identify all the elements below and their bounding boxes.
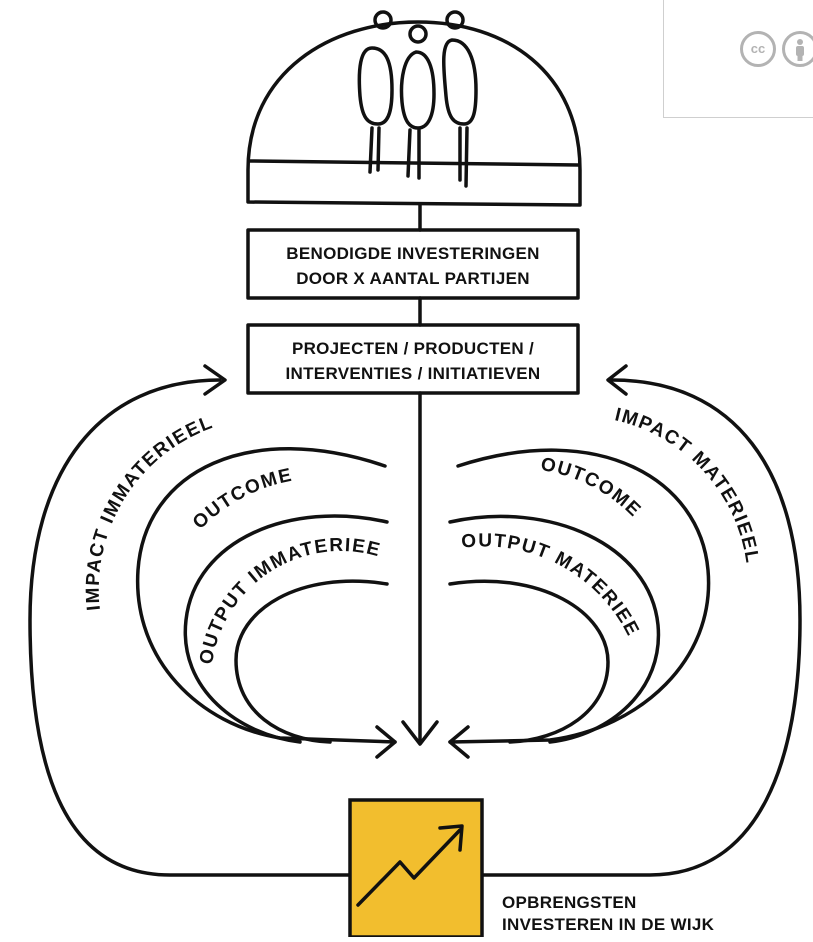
investments-line-2: DOOR X AANTAL PARTIJEN bbox=[296, 269, 530, 288]
projects-line-1: PROJECTEN / PRODUCTEN / bbox=[292, 339, 534, 358]
left-outcome-arc bbox=[183, 514, 389, 744]
person-icon bbox=[782, 31, 813, 67]
cc-icon: cc bbox=[740, 31, 776, 67]
result-label-line-1: OPBRENGSTEN bbox=[502, 893, 637, 912]
dome-outline bbox=[246, 20, 582, 207]
left-output-arc bbox=[234, 579, 389, 744]
projects-box bbox=[246, 323, 580, 395]
result-box bbox=[348, 798, 484, 939]
investments-line-1: BENODIGDE INVESTERINGEN bbox=[286, 244, 539, 263]
left-outer-loop bbox=[28, 378, 352, 877]
right-output-arc bbox=[448, 579, 610, 744]
investments-box bbox=[246, 228, 580, 300]
center-arrow-head bbox=[401, 720, 439, 746]
growth-arrow-icon bbox=[356, 824, 464, 907]
person-glyph bbox=[796, 39, 804, 61]
projects-line-2: INTERVENTIES / INITIATIEVEN bbox=[286, 364, 541, 383]
right-outer-loop bbox=[480, 378, 802, 877]
dome-ground-line bbox=[248, 159, 580, 167]
left-impact-arc bbox=[135, 447, 397, 744]
license-badge[interactable]: cc bbox=[663, 0, 813, 118]
right-impact-arc bbox=[448, 448, 711, 744]
right-outcome-arc bbox=[448, 514, 661, 744]
people-icon bbox=[357, 10, 478, 188]
left-output-label: OUTPUT IMMATERIEEL bbox=[0, 0, 383, 666]
result-label-line-2: INVESTEREN IN DE WIJK bbox=[502, 915, 715, 934]
